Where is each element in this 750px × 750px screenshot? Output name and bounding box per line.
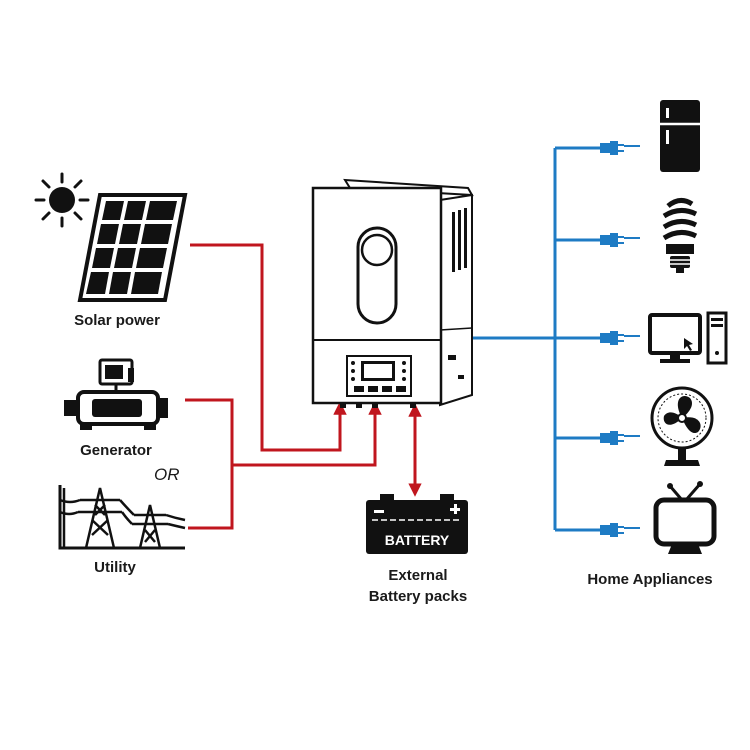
- computer-icon: [648, 311, 728, 365]
- utility-tower-icon: [58, 485, 186, 550]
- sun-icon: [34, 172, 90, 228]
- fan-icon: [650, 386, 714, 466]
- generator-icon: [64, 358, 168, 430]
- plug-icon: [600, 141, 624, 537]
- solar-line: [190, 243, 347, 452]
- light-bulb-icon: [662, 198, 698, 273]
- input-wiring: [185, 243, 422, 530]
- utility-label: Utility: [94, 559, 136, 576]
- or-label: OR: [154, 465, 180, 484]
- generator-label: Generator: [80, 442, 152, 459]
- output-wiring: [472, 146, 600, 532]
- home-appliances-label: Home Appliances: [587, 571, 713, 588]
- battery-label-line2: Battery packs: [368, 588, 468, 605]
- generator-line: [185, 398, 234, 530]
- solar-power-label: Solar power: [74, 312, 160, 329]
- battery-label-line1: External: [388, 567, 448, 584]
- battery-badge: BATTERY: [385, 532, 450, 548]
- inverter-icon: [311, 178, 474, 408]
- refrigerator-icon: [660, 100, 700, 172]
- tv-icon: [653, 481, 717, 554]
- battery-icon: BATTERY: [366, 494, 468, 554]
- solar-panel-icon: [77, 193, 188, 302]
- utility-line: [232, 401, 382, 467]
